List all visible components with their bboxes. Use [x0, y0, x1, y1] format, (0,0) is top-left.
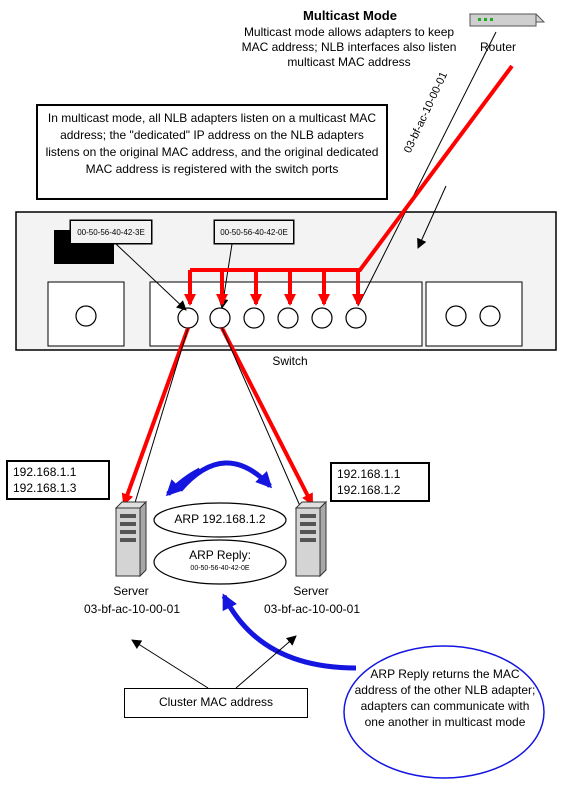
switch-port-icon [445, 305, 467, 327]
arp-request-text: ARP 192.168.1.2 [174, 512, 266, 526]
router-label: Router [479, 40, 517, 54]
server-left-icon [114, 500, 148, 578]
arp-request-bubble [153, 502, 287, 538]
arp-reply-text: ARP Reply: 00-50-56-40-42-0E [160, 548, 280, 576]
red-link-right-server [220, 327, 314, 506]
server-right-label: Server [293, 584, 329, 598]
router-link-line [357, 31, 497, 307]
arp-exchange-arrow-back [165, 467, 202, 497]
reply-curve-arrow [221, 593, 357, 671]
ip-box-left: 192.168.1.1 192.168.1.3 [6, 460, 110, 500]
ip-box-right: 192.168.1.1 192.168.1.2 [330, 462, 430, 502]
switch-port-icon [243, 307, 265, 329]
ip-left-1: 192.168.1.1 [13, 465, 77, 479]
cable-right [221, 327, 301, 507]
switch-port-icon [209, 307, 231, 329]
switch-port-icon [479, 305, 501, 327]
ip-right-1: 192.168.1.1 [337, 467, 401, 481]
mac-pointer-line [115, 243, 187, 311]
diagram-description: Multicast mode allows adapters to keep M… [241, 25, 457, 69]
switch-port-icon [75, 305, 97, 327]
red-link-left-server [121, 327, 190, 506]
server-left-label: Server [113, 584, 149, 598]
cable-left [133, 327, 189, 507]
explanation-bubble [343, 645, 545, 779]
cluster-pointer-right [235, 635, 297, 689]
ip-left-2: 192.168.1.3 [13, 481, 77, 495]
switch-port-block-right [425, 281, 523, 347]
arp-reply-label: ARP Reply: [189, 548, 251, 562]
cluster-mac-box: Cluster MAC address [124, 688, 308, 718]
switch-port-icon [311, 307, 333, 329]
mac-label-right: 00-50-56-40-42-0E [214, 220, 294, 244]
switch-port-icon [345, 307, 367, 329]
server-right-mac: 03-bf-ac-10-00-01 [263, 602, 361, 616]
switch-port-icon [177, 307, 199, 329]
mac-label-left: 00-50-56-40-42-3E [70, 220, 152, 244]
router-icon [468, 13, 546, 27]
cluster-pointer-left [131, 639, 209, 689]
server-right-icon [294, 500, 328, 578]
server-left-mac: 03-bf-ac-10-00-01 [83, 602, 181, 616]
callout-note: In multicast mode, all NLB adapters list… [36, 104, 388, 200]
diagram-title: Multicast Mode [303, 8, 397, 23]
arp-reply-mac: 00-50-56-40-42-0E [190, 565, 250, 572]
explanation-text: ARP Reply returns the MAC address of the… [354, 667, 536, 729]
ip-right-2: 192.168.1.2 [337, 483, 401, 497]
switch-label: Switch [272, 354, 308, 368]
arp-exchange-arrow [178, 460, 273, 492]
arp-reply-bubble [153, 539, 287, 585]
switch-port-icon [277, 307, 299, 329]
multicast-pointer-line [417, 185, 447, 249]
